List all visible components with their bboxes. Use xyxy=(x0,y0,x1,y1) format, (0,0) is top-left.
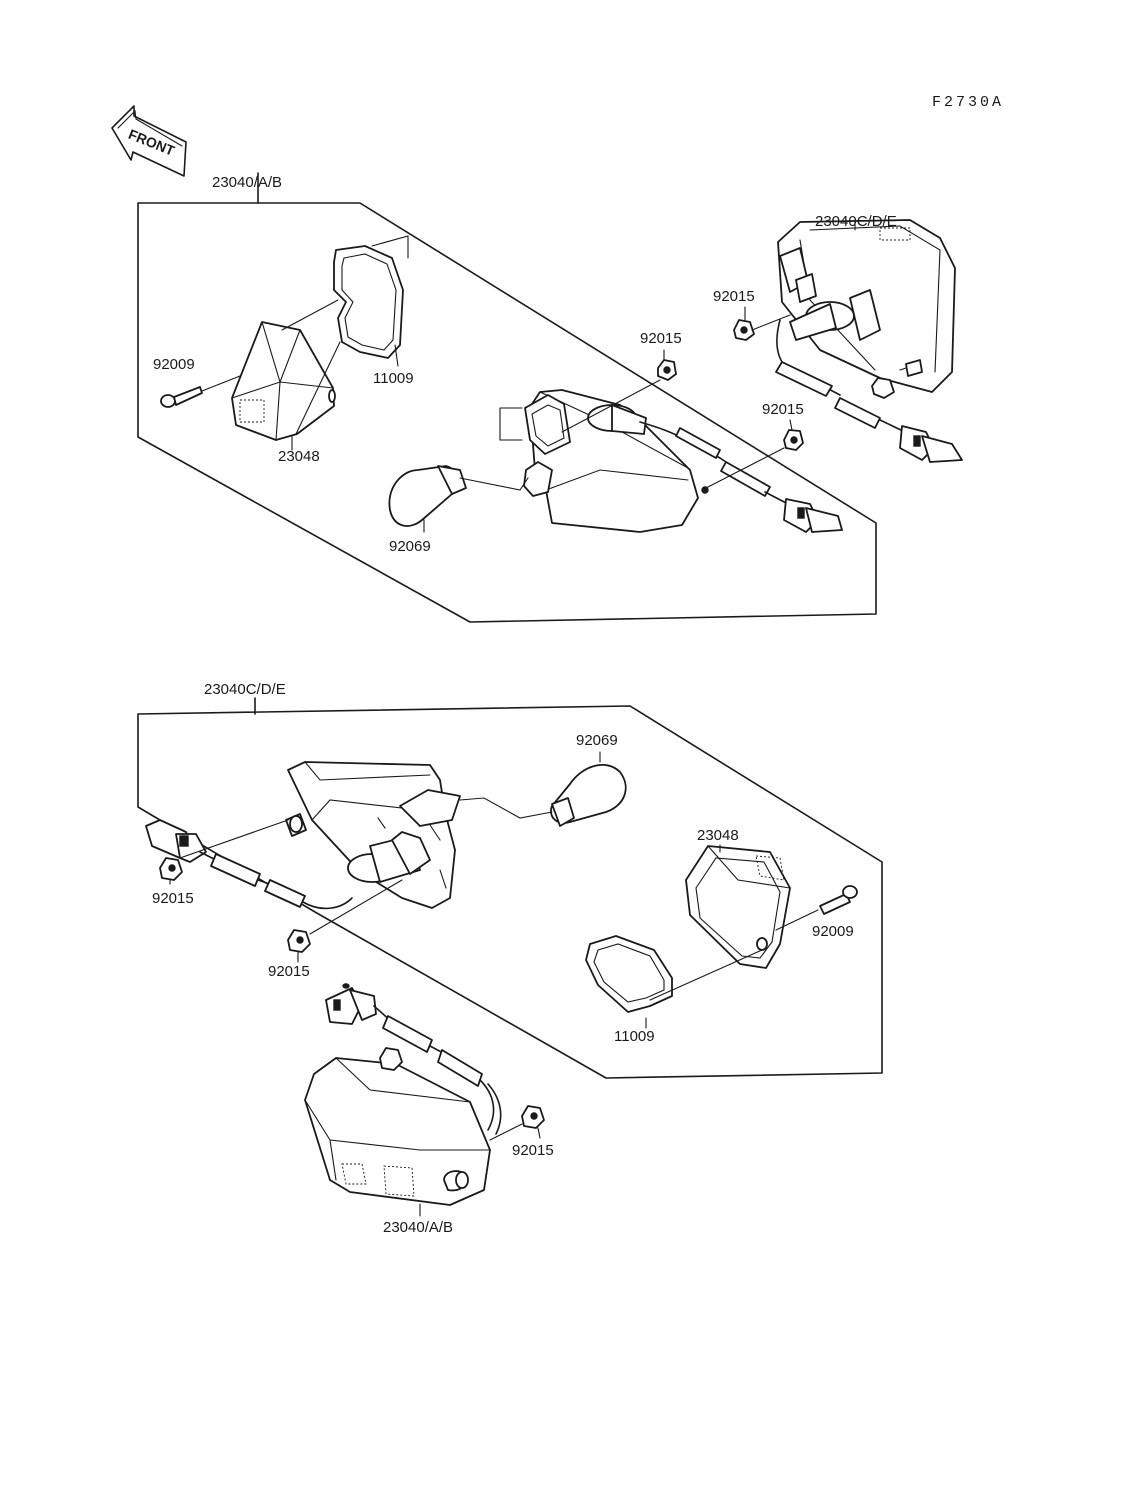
label-bottom-assembly-cde: 23040C/D/E xyxy=(204,681,286,698)
label-bottom-screw: 92009 xyxy=(812,923,854,940)
bottom-nut-right-part xyxy=(489,1105,545,1141)
label-top-assembly-cde: 23040C/D/E xyxy=(815,213,897,230)
top-wiring-part xyxy=(639,421,843,533)
top-screw-part xyxy=(160,375,241,408)
top-gasket-part xyxy=(281,235,409,435)
label-top-gasket: 11009 xyxy=(373,370,414,387)
label-top-assembly-ab: 23040/A/B xyxy=(212,174,282,191)
top-nut-right-b-part xyxy=(705,429,804,489)
bottom-nut-center-part xyxy=(287,879,403,953)
bottom-bulb-part xyxy=(459,763,627,827)
bottom-lower-wiring-part xyxy=(325,983,502,1135)
label-bottom-lens: 23048 xyxy=(697,827,739,844)
bottom-lower-housing-part xyxy=(304,1057,491,1206)
label-bottom-gasket: 11009 xyxy=(614,1028,655,1045)
bottom-lens-part xyxy=(685,845,791,969)
bottom-housing-part xyxy=(285,761,461,909)
top-right-housing-part xyxy=(777,219,956,393)
label-bottom-nut-center: 92015 xyxy=(268,963,310,980)
bottom-gasket-part xyxy=(585,935,763,1029)
top-lens-part xyxy=(231,321,336,441)
label-bottom-bulb: 92069 xyxy=(576,732,618,749)
bottom-lower-nut-top-part xyxy=(379,1047,403,1071)
front-arrow-icon: FRONT xyxy=(111,105,187,177)
top-bulb-part xyxy=(388,465,529,527)
top-nut-right-a-part xyxy=(733,314,791,341)
top-right-nut-lower-part xyxy=(871,377,895,399)
label-top-lens: 23048 xyxy=(278,448,320,465)
bottom-nut-left-part xyxy=(159,857,183,881)
label-top-nut-right-b: 92015 xyxy=(762,401,804,418)
label-top-bulb: 92069 xyxy=(389,538,431,555)
bottom-screw-part xyxy=(775,885,858,931)
top-right-wiring-part xyxy=(775,319,963,463)
top-assembly-frame xyxy=(137,172,877,623)
label-top-screw: 92009 xyxy=(153,356,195,373)
label-bottom-assembly-ab: 23040/A/B xyxy=(383,1219,453,1236)
bottom-left-wiring-part xyxy=(145,819,353,910)
label-top-nut-right-a: 92015 xyxy=(713,288,755,305)
label-bottom-nut-left: 92015 xyxy=(152,890,194,907)
top-housing-part xyxy=(499,389,709,533)
label-leaders xyxy=(169,221,856,1217)
label-bottom-nut-right: 92015 xyxy=(512,1142,554,1159)
label-top-nut-center: 92015 xyxy=(640,330,682,347)
diagram-code: F2730A xyxy=(932,94,1004,111)
front-label: FRONT xyxy=(126,126,177,159)
